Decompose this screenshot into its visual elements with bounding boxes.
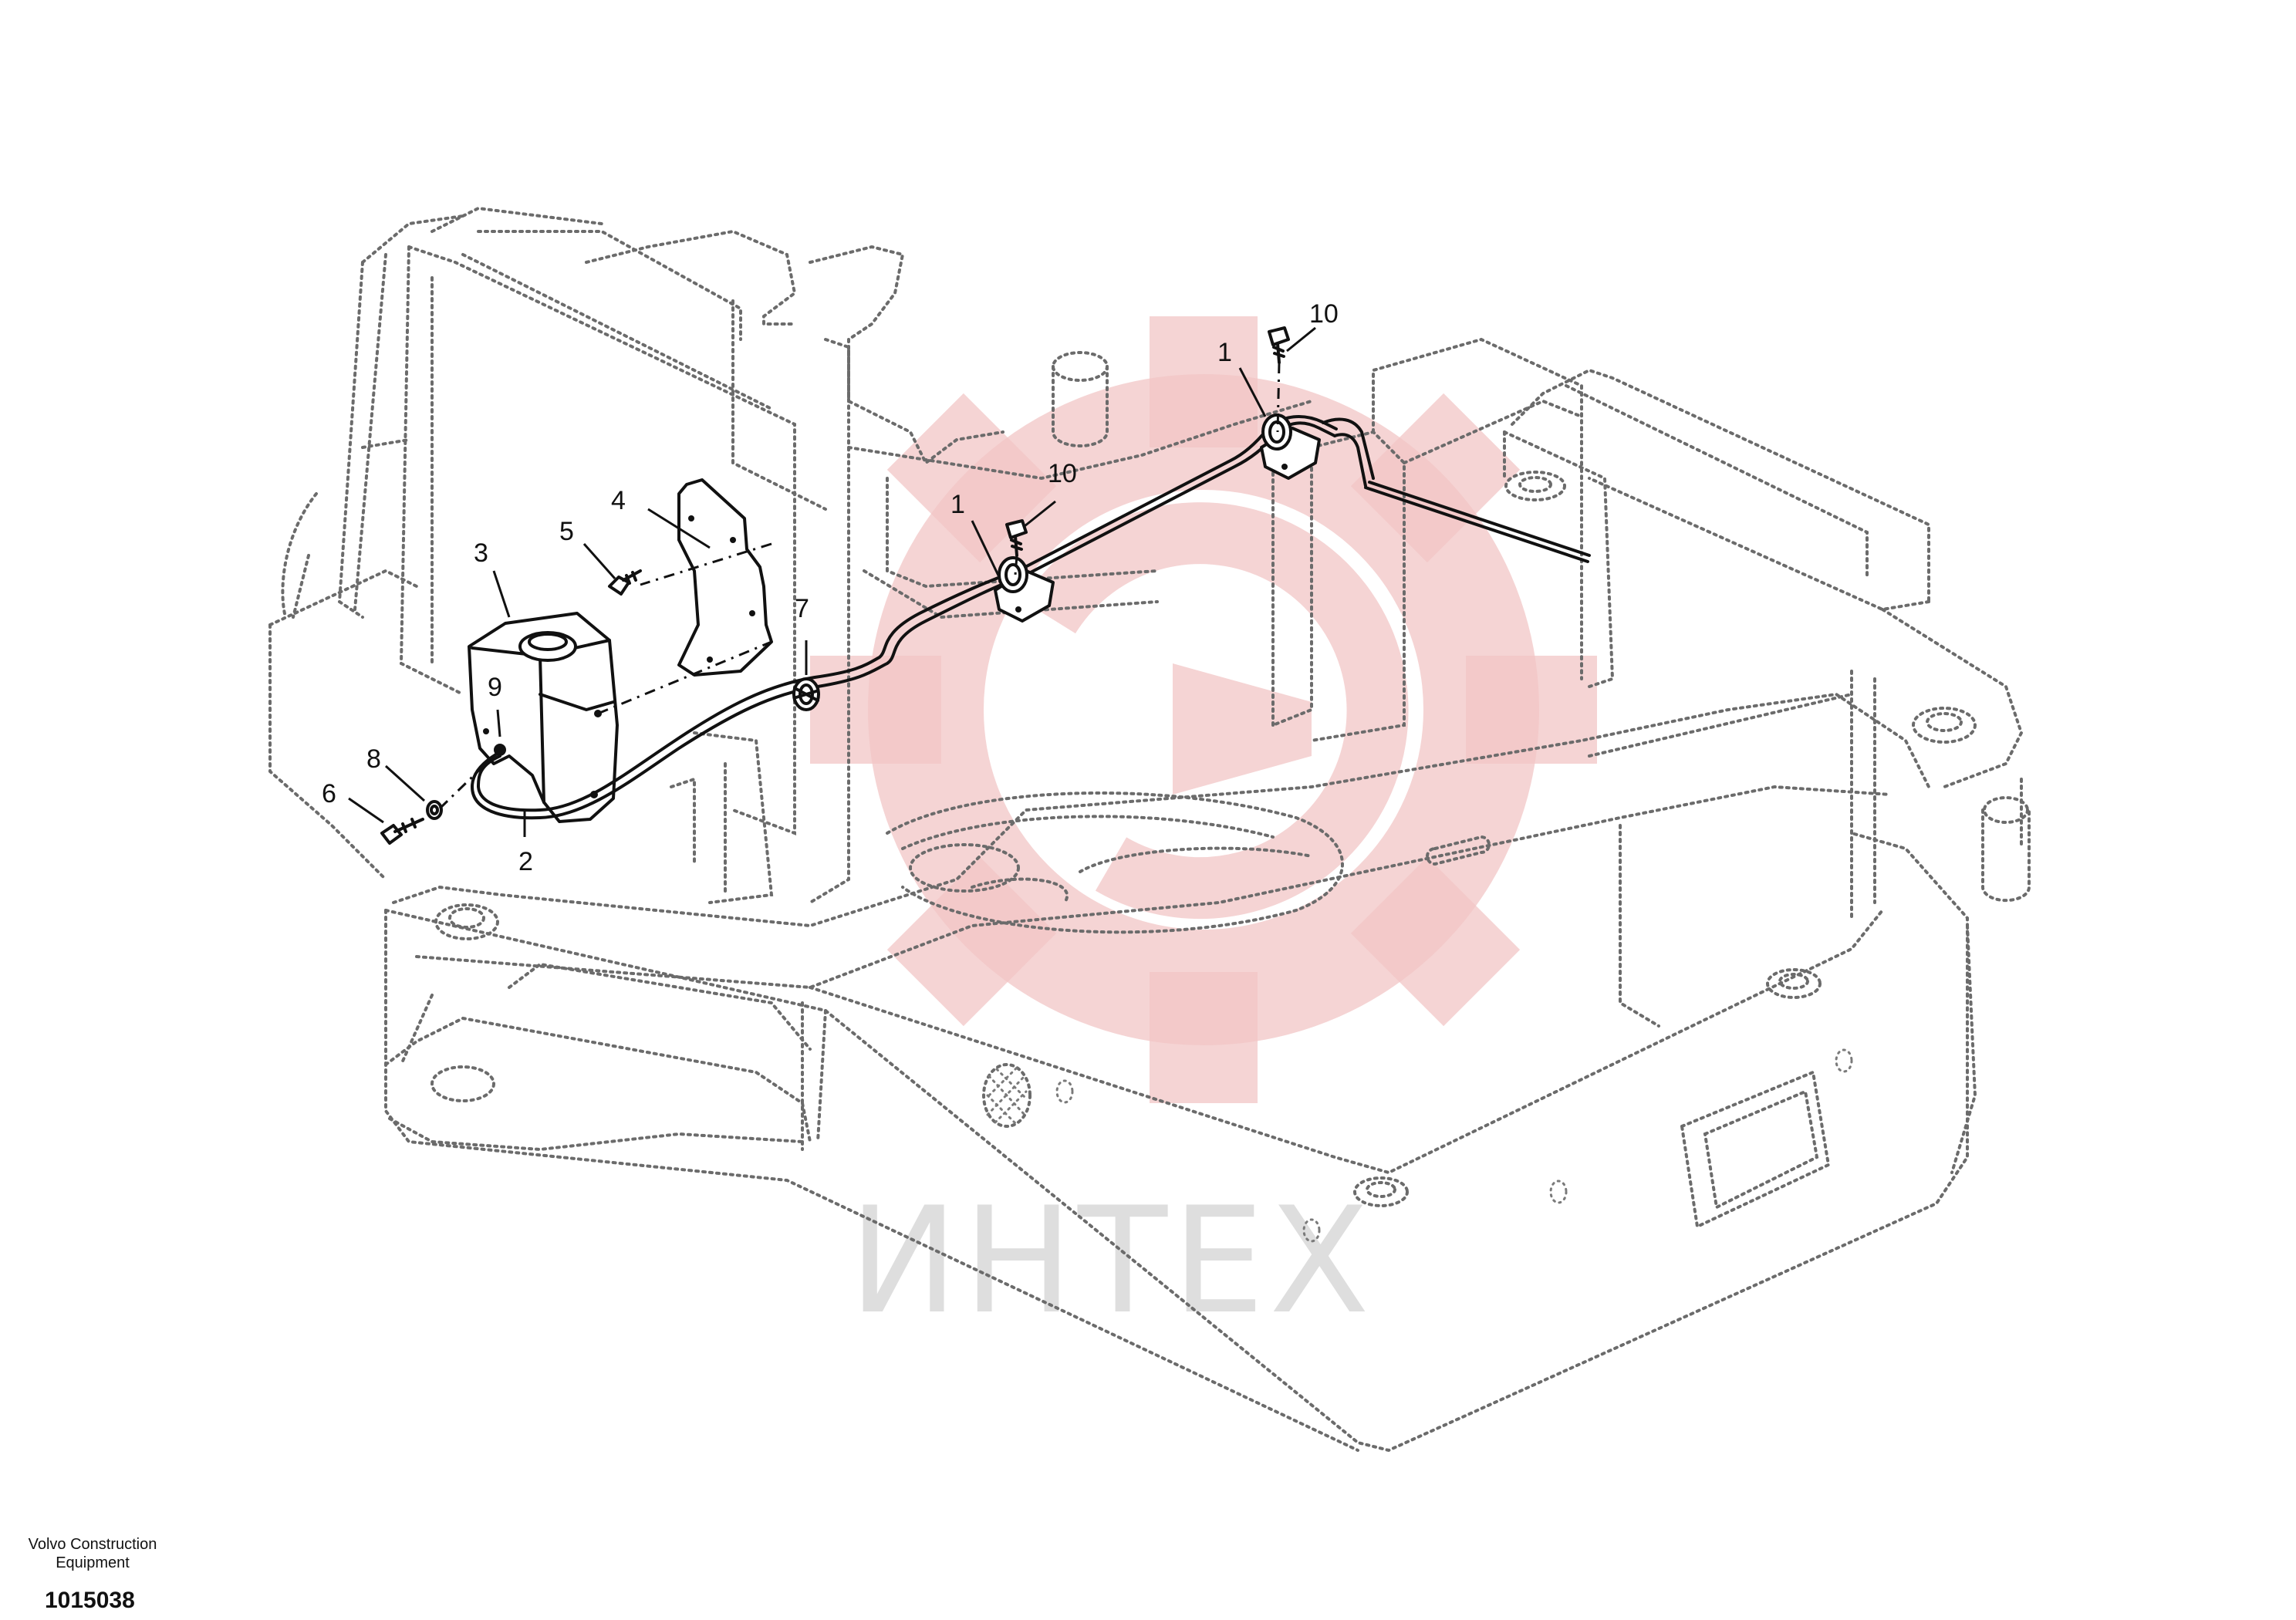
bracket-plate — [677, 478, 773, 677]
alignment-line — [1014, 555, 1018, 575]
alignment-line — [640, 542, 772, 586]
bolt-10b — [1268, 326, 1290, 364]
bolt-10a — [1005, 519, 1028, 557]
grommet — [792, 677, 820, 711]
callout-labels: 1 1 2 3 4 5 6 7 8 9 10 10 — [322, 299, 1339, 876]
callout-8: 8 — [366, 744, 381, 774]
callout-3: 3 — [474, 538, 488, 568]
alignment-line — [1276, 362, 1281, 433]
callout-1: 1 — [950, 490, 965, 519]
callout-7: 7 — [795, 594, 809, 623]
leader-lines — [348, 326, 1316, 837]
drawing-number: 1015038 — [45, 1588, 135, 1613]
washer-tank — [468, 612, 619, 823]
clamp-b — [1260, 413, 1321, 480]
callout-1: 1 — [1217, 338, 1232, 367]
manufacturer-label: Volvo Construction Equipment — [28, 1536, 157, 1571]
frame-outline — [268, 206, 2031, 1453]
mesh-grille — [982, 1063, 1032, 1128]
watermark-text: ИНТЕХ — [849, 1176, 1374, 1346]
washer-8 — [426, 800, 443, 820]
callout-6: 6 — [322, 779, 336, 808]
callout-2: 2 — [518, 847, 533, 876]
clamp-a — [994, 556, 1055, 623]
callout-10: 10 — [1048, 459, 1077, 488]
callout-9: 9 — [488, 673, 502, 702]
bolt-6 — [380, 818, 424, 845]
bolt-5 — [608, 569, 642, 596]
callout-5: 5 — [559, 517, 574, 546]
alignment-line — [597, 640, 772, 715]
callout-10: 10 — [1309, 299, 1339, 329]
washer-hose — [471, 415, 1591, 820]
callout-4: 4 — [611, 486, 626, 515]
